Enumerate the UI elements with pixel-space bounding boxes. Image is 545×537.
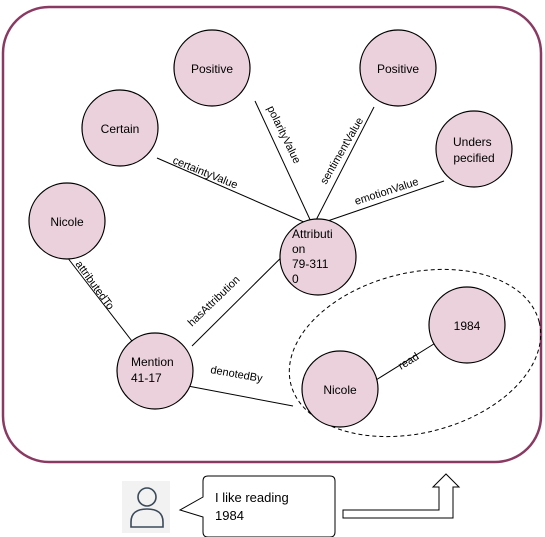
speech-bubble-text: I like reading 1984 xyxy=(215,490,292,523)
user-icon xyxy=(122,481,170,533)
edge-read xyxy=(375,341,438,381)
speech-bubble: I like reading 1984 xyxy=(178,475,336,537)
node-mention: Mention 41-17 xyxy=(116,332,194,410)
node-positive-polarity: Positive xyxy=(173,29,251,107)
node-nicole-source-label: Nicole xyxy=(50,215,84,229)
node-certain: Certain xyxy=(81,89,159,167)
node-1984: 1984 xyxy=(428,286,506,364)
edge-sentiment-value xyxy=(312,106,375,227)
edge-certainty-value xyxy=(156,157,314,227)
node-nicole-event-label: Nicole xyxy=(323,383,357,397)
node-certain-label: Certain xyxy=(101,122,140,136)
edge-polarity-value xyxy=(254,100,314,227)
node-underspecified-label: Unders pecified xyxy=(453,135,495,165)
edge-attributed-to xyxy=(66,256,136,346)
node-nicole-event: Nicole xyxy=(301,350,379,428)
up-turn-arrow-icon xyxy=(342,473,461,519)
node-1984-label: 1984 xyxy=(454,319,481,333)
node-positive-sentiment: Positive xyxy=(359,29,437,107)
edge-denoted-by xyxy=(171,382,294,407)
edge-emotion-value xyxy=(312,180,445,227)
node-positive-polarity-label: Positive xyxy=(191,62,233,76)
event-cluster xyxy=(288,268,542,438)
node-attribution-label: Attributi on 79-311 0 xyxy=(292,227,336,286)
node-positive-sentiment-label: Positive xyxy=(377,62,419,76)
node-nicole-source: Nicole xyxy=(28,182,106,260)
node-attribution: Attributi on 79-311 0 xyxy=(279,218,357,296)
node-mention-label: Mention 41-17 xyxy=(131,355,177,385)
node-underspecified: Unders pecified xyxy=(435,110,513,188)
